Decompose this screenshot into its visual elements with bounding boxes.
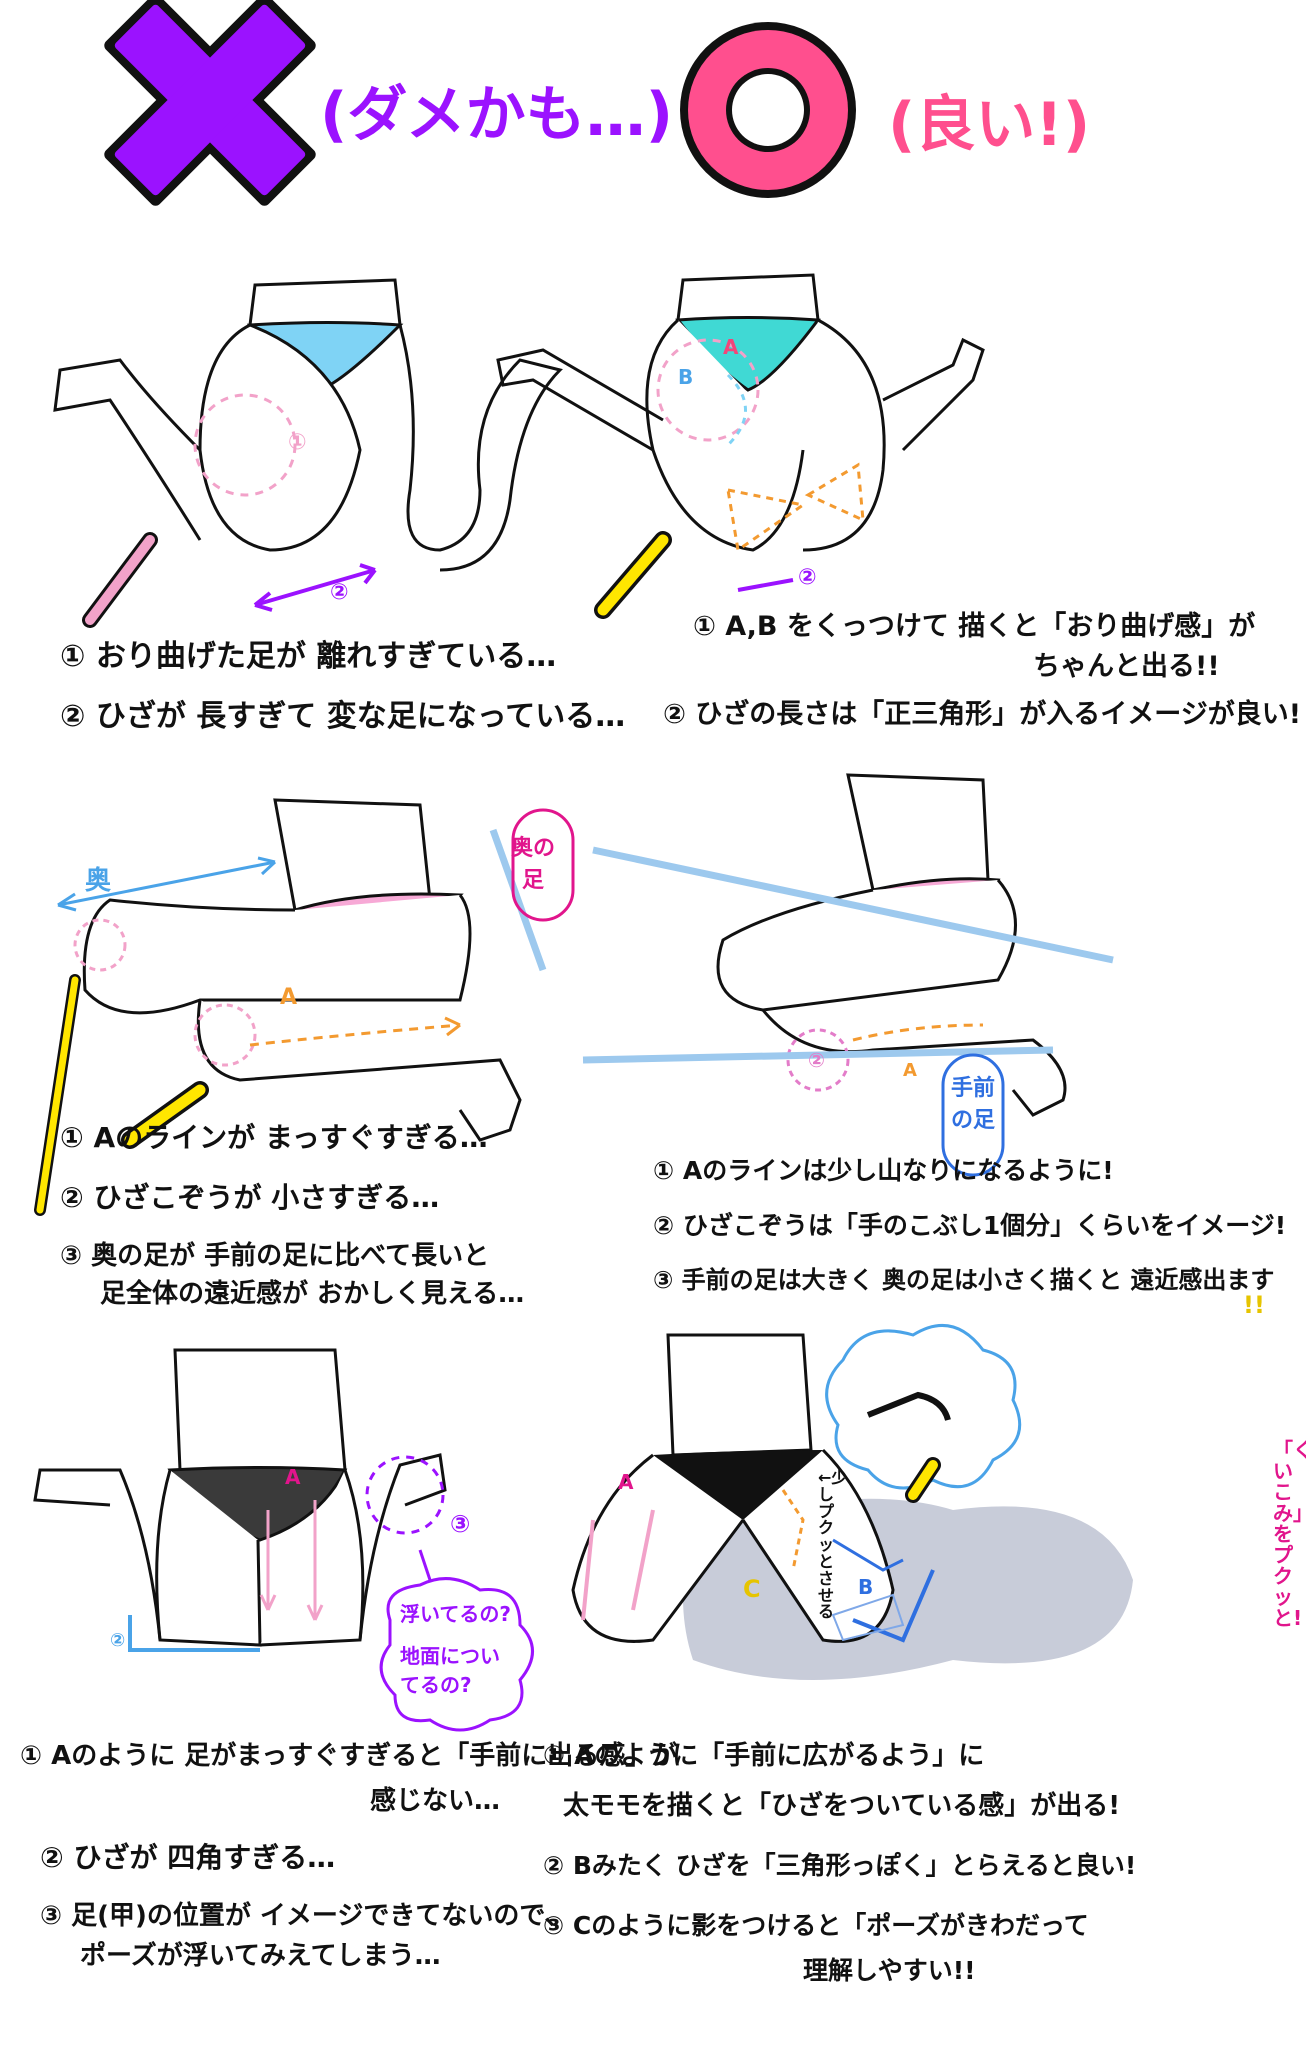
panel-bad-3: A ③ ② 浮いてるの? 地面についてるの? ① Aのように 足がまっすぐすぎる… — [0, 1340, 677, 2048]
back-label: 奥 — [85, 866, 112, 896]
panel-good-3: A B C 「くいこみ」をプクッと! ←少しプクッとさせる ① Aのように「手前… — [543, 1323, 1306, 2048]
bent-legs-illustration — [53, 278, 563, 628]
circle-mark-icon — [680, 22, 856, 198]
header-good: (良い!) — [653, 0, 1306, 210]
marker-b: B — [678, 365, 694, 389]
note-2: ② ひざこぞうは「手のこぶし1個分」くらいをイメージ! — [653, 1211, 1287, 1240]
good-label: (良い!) — [888, 90, 1091, 160]
kneeling-front-illustration — [571, 1323, 1133, 1680]
x-mark-icon — [104, 0, 316, 206]
note-1b: 感じない… — [370, 1786, 501, 1816]
note-3b: !! — [1243, 1291, 1265, 1319]
kneeling-side-illustration — [34, 798, 522, 1216]
kneeling-side-illustration — [489, 773, 1114, 1177]
note-1b: 太モモを描くと「ひざをついている感」が出る! — [563, 1791, 1121, 1821]
note-3a: ③ 足(甲)の位置が イメージできてないので、 — [40, 1901, 571, 1931]
marker-1: ① — [288, 430, 307, 455]
note-1b: ちゃんと出る!! — [1033, 651, 1220, 682]
note-2: ② ひざの長さは「正三角形」が入るイメージが良い! — [663, 699, 1302, 730]
marker-2: ② — [808, 1048, 825, 1072]
marker-2: ② — [798, 565, 817, 590]
panel-bad-2: 奥 A ① Aのラインが まっすぐすぎる… ② ひざこぞうが 小さすぎる… ③ … — [0, 770, 653, 1330]
marker-a: A — [280, 985, 298, 1010]
note-1: ① おり曲げた足が 離れすぎている… — [60, 639, 557, 674]
note-3a: ③ Cのように影をつけると「ポーズがきわだって — [543, 1911, 1089, 1940]
small-note: ←少しプクッとさせる — [818, 1468, 848, 1622]
note-3a: ③ 奥の足が 手前の足に比べて長いと — [60, 1241, 490, 1271]
note-3a: ③ 手前の足は大きく 奥の足は小さく描くと 遠近感出ます — [653, 1266, 1275, 1294]
marker-2: ② — [330, 580, 349, 605]
note-3b: ポーズが浮いてみえてしまう… — [80, 1941, 441, 1971]
note-2: ② ひざが 長すぎて 変な足になっている… — [60, 699, 626, 734]
note-2: ② ひざが 四角すぎる… — [40, 1841, 336, 1874]
panel-good-1: A B ② ① A,B をくっつけて 描くと「おり曲げ感」が ちゃんと出る!! … — [496, 250, 1306, 750]
note-1a: ① Aのように 足がまっすぐすぎると「手前に出る感」が — [20, 1741, 678, 1771]
marker-2: ② — [110, 1630, 126, 1651]
marker-b: B — [858, 1575, 874, 1599]
note-3b: 足全体の遠近感が おかしく見える… — [100, 1279, 525, 1309]
side-note: 「くいこみ」をプクッと! — [1273, 1438, 1306, 1630]
bad-label: (ダメかも…) — [320, 80, 674, 150]
note-2: ② Bみたく ひざを「三角形っぽく」とらえると良い! — [543, 1851, 1137, 1880]
bent-legs-illustration — [496, 273, 985, 619]
note-1a: ① Aのように「手前に広がるよう」に — [543, 1741, 985, 1771]
marker-a: A — [618, 1470, 634, 1494]
kneeling-front-illustration — [33, 1348, 534, 1732]
note-3b: 理解しやすい!! — [803, 1956, 976, 1985]
panel-good-2: 奥の足 手前の足 ② A ① Aのラインは少し山なりになるように! ② ひざこぞ… — [489, 770, 1306, 1330]
float-question-1: 浮いてるの? — [400, 1602, 512, 1626]
note-1: ① Aのラインは少し山なりになるように! — [653, 1156, 1114, 1185]
panel-bad-1: ① ② ① おり曲げた足が 離れすぎている… ② ひざが 長すぎて 変な足になっ… — [0, 250, 653, 750]
front-leg-label: 手前の足 — [950, 1076, 995, 1133]
note-1: ① Aのラインが まっすぐすぎる… — [60, 1121, 488, 1154]
marker-3: ③ — [450, 1510, 471, 1538]
back-leg-label: 奥の足 — [510, 836, 555, 893]
note-2: ② ひざこぞうが 小さすぎる… — [60, 1181, 440, 1214]
marker-a: A — [285, 1465, 301, 1489]
float-question-2: 地面についてるの? — [400, 1644, 500, 1697]
header-bad: (ダメかも…) — [0, 0, 673, 210]
marker-a: A — [903, 1060, 917, 1081]
marker-a: A — [723, 335, 739, 359]
marker-c: C — [743, 1575, 761, 1603]
note-1a: ① A,B をくっつけて 描くと「おり曲げ感」が — [693, 611, 1256, 642]
